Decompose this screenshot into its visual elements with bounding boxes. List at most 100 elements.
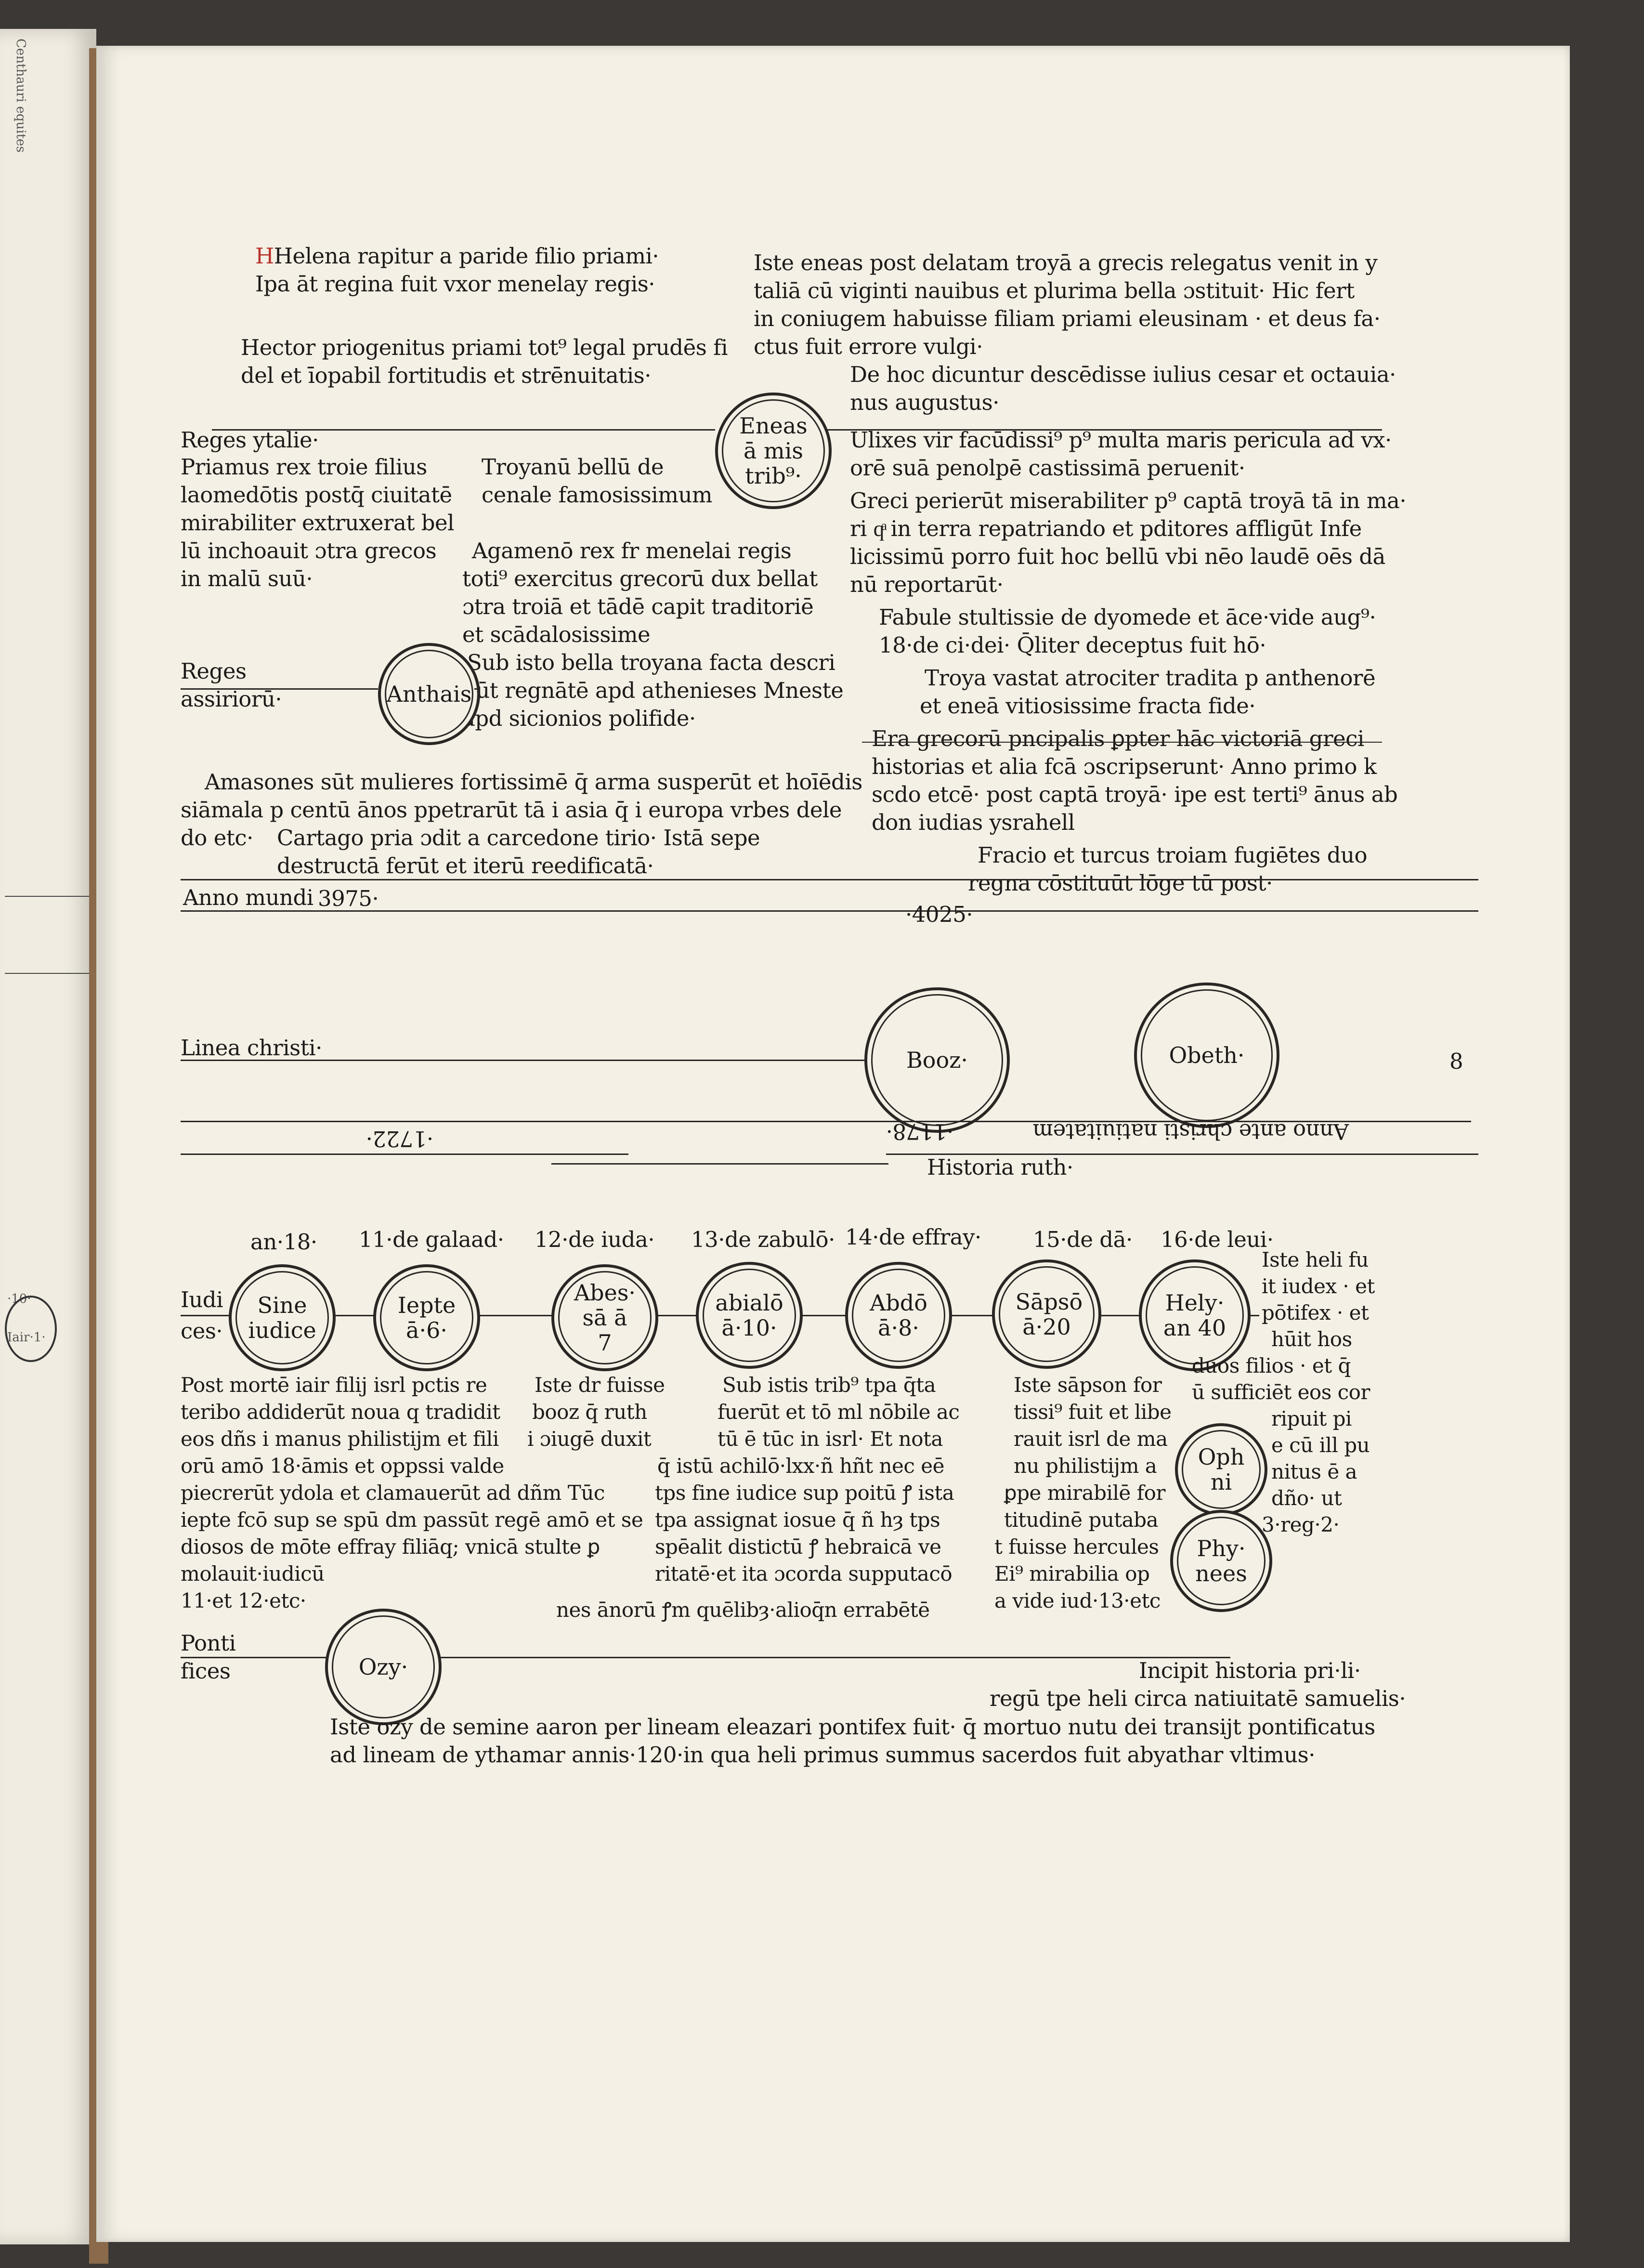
folio-number: 8 — [1449, 1049, 1463, 1074]
incipit-line: Incipit historia pri·li· — [1139, 1658, 1361, 1683]
top-right-line: Iste eneas post delatam troyā a grecis r… — [754, 250, 1378, 275]
post-mortem-line: orū amō 18·āmis et oppssi valde — [181, 1454, 504, 1478]
top-right-line: ctus fuit errore vulgi· — [754, 334, 983, 359]
sub-istis-line: nes ānorū ꝭm quēlibȝ·alioq̄n errabētē — [556, 1598, 930, 1622]
troyanum-line: toti⁹ exercitus grecorū dux bellat — [462, 566, 818, 591]
pontifices-label: fices — [181, 1658, 231, 1684]
judge-header: an·18· — [250, 1229, 317, 1255]
sub-istis-line: tpa assignat iosue q̄ ñ hȝ tps — [655, 1508, 940, 1532]
top-right-line: orē suā penolpē castissimā peruenit· — [850, 455, 1245, 481]
linea-mid-number: ·1178· — [886, 1117, 953, 1145]
rule — [474, 688, 479, 690]
inverted-heading-text: Anno ante christi natiuitatem — [1033, 1119, 1349, 1144]
judge-circle: Sine iudice — [229, 1264, 336, 1371]
anthais-circle: Anthais — [378, 643, 480, 745]
troyanum-line: apd sicionios polifide· — [462, 706, 696, 731]
inverted-heading: Anno ante christi natiuitatem — [1033, 1117, 1349, 1145]
judge-header: 13·de zabulō· — [691, 1227, 835, 1252]
sampson-line: a vide iud·13·etc — [994, 1589, 1161, 1613]
ozy-label: Ozy· — [358, 1654, 408, 1680]
eneas-label: Eneas ā mis trib⁹· — [739, 413, 808, 489]
judge-label: abialō ā·10· — [715, 1290, 783, 1341]
anno-mundi-label: Anno mundi — [183, 885, 313, 910]
post-mortem-line: teribo addiderūt noua q tradidit — [181, 1400, 500, 1424]
top-right-line: historias et alia fcā ɔscripserunt· Anno… — [872, 754, 1377, 779]
obeth-label: Obeth· — [1169, 1042, 1245, 1068]
judge-header: 12·de iuda· — [535, 1227, 655, 1252]
sampson-line: t fuisse hercules — [994, 1535, 1159, 1559]
sampson-line: Iste sāpson for — [1014, 1373, 1162, 1397]
eneas-circle: Eneas ā mis trib⁹· — [715, 393, 832, 509]
amasones-line: Amasones sūt mulieres fortissimē q̄ arma… — [205, 769, 862, 795]
troyanum-line: būt regnātē apd athenieses Mneste — [462, 678, 844, 703]
amasones-line: siāmala p centū ānos ppetrarūt tā i asia… — [181, 797, 842, 823]
judge-header: 11·de galaad· — [359, 1227, 504, 1252]
judge-header: 15·de dā· — [1033, 1227, 1133, 1252]
top-right-line: Era grecorū pncipalis ꝑpter hāc victoriā… — [872, 726, 1364, 751]
top-right-line: Ulixes vir facūdissi⁹ p⁹ multa maris per… — [850, 427, 1392, 453]
phinees-label: Phy· nees — [1195, 1535, 1247, 1586]
heli-line: duos filios · et q̄ — [1192, 1354, 1351, 1377]
sampson-line: tissi⁹ fuit et libe — [1014, 1400, 1172, 1424]
post-mortem-line: diosos de mōte effray filiāq; vnicā stul… — [181, 1535, 600, 1559]
troyanum-line: Sub isto bella troyana facta descri — [467, 650, 835, 675]
sub-istis-line: fuerūt et tō ml nōbile ac — [718, 1400, 960, 1424]
post-mortem-line: 11·et 12·etc· — [181, 1589, 306, 1613]
post-mortem-line: eos dñs i manus philistijm et fili — [181, 1427, 499, 1451]
rule — [181, 910, 1478, 912]
reges-assiriorum: Reges assiriorū· — [181, 658, 282, 712]
pontifices-label: Ponti — [181, 1630, 236, 1656]
reges-ytalie-line: in malū suū· — [181, 566, 313, 591]
margin-fragment: Centhauri equites — [13, 39, 28, 153]
page: HHelena rapitur a paride filio priami· I… — [96, 46, 1570, 2242]
rule — [826, 429, 1382, 431]
heli-line: pōtifex · et — [1262, 1301, 1369, 1324]
heli-line: ripuit pi — [1271, 1407, 1352, 1430]
iste-dr-line: Iste dr fuisse — [535, 1373, 665, 1397]
top-right-line: in coniugem habuisse filiam priami eleus… — [754, 306, 1381, 331]
top-right-line: Fracio et turcus troiam fugiētes duo — [978, 842, 1368, 868]
judge-label: Iepte ā·6· — [397, 1292, 456, 1343]
anno-mundi-value: 3975· — [318, 886, 379, 911]
judge-header: 16·de leui· — [1161, 1227, 1274, 1252]
booz-circle: Booz· — [864, 987, 1010, 1133]
reges-ytalie-line: lū inchoauit ɔtra grecos — [181, 538, 437, 564]
top-right-line: 18·de ci·dei· Q̄liter deceptus fuit hō· — [879, 632, 1266, 658]
hector-line-2: del et īopabil fortitudis et strēnuitati… — [241, 363, 652, 388]
sub-istis-line: spēalit distictū ꝭ hebraicā ve — [655, 1535, 941, 1559]
troyanum-line: Agamenō rex fr menelai regis — [472, 538, 792, 564]
rule — [181, 1154, 628, 1155]
post-mortem-line: Post mortē iair filij isrl pctis re — [181, 1373, 487, 1397]
judge-circle: Sāpsō ā·20 — [992, 1259, 1101, 1369]
judge-circle: abialō ā·10· — [696, 1262, 803, 1369]
troyanum-line: et scādalosissime — [462, 622, 651, 647]
judge-label: Hely· an 40 — [1163, 1290, 1226, 1341]
top-right-line: scdo etcē· post captā troyā· ipe est ter… — [872, 782, 1398, 807]
reges-ytalie-line: Priamus rex troie filius — [181, 454, 427, 480]
top-right-line: regna cōstituūt lōge tū post· — [968, 870, 1273, 896]
historia-ruth: Historia ruth· — [927, 1154, 1073, 1180]
rule — [181, 879, 1478, 880]
judges-side: Iudi — [181, 1287, 223, 1312]
helena-text: Helena rapitur a paride filio priami· — [274, 243, 659, 269]
heli-line: hūit hos — [1271, 1327, 1352, 1351]
mid-number-text: ·1178· — [886, 1119, 954, 1144]
heli-line: e cū ill pu — [1271, 1433, 1370, 1457]
top-right-line: licissimū porro fuit hoc bellū vbi nēo l… — [850, 544, 1385, 569]
amasones-line: do etc· — [181, 825, 253, 851]
cartago-line: destructā ferūt et iterū reedificatā· — [277, 853, 654, 878]
rule — [212, 429, 715, 431]
anno-mundi-right: ·4025· — [905, 902, 973, 927]
hector-line-1: Hector priogenitus priami tot⁹ legal pru… — [241, 335, 728, 360]
sub-istis-line: Sub istis trib⁹ tpa q̄ta — [722, 1373, 936, 1397]
judge-circle: Abes· sā ā 7 — [551, 1264, 658, 1371]
rule — [181, 1060, 864, 1061]
troyanum-line: Troyanū bellū de — [482, 454, 664, 480]
incipit-line: regū tpe heli circa natiuitatē samuelis· — [990, 1686, 1406, 1711]
post-mortem-line: molauit·iudicū — [181, 1562, 325, 1586]
bottom-line: Iste ozy de semine aaron per lineam elea… — [330, 1714, 1375, 1740]
top-right-line: nus augustus· — [850, 390, 1000, 415]
sampson-line: titudinē putaba — [1004, 1508, 1159, 1532]
rule — [551, 1163, 888, 1165]
reges-ytalie-line: mirabiliter extruxerat bel — [181, 510, 455, 536]
